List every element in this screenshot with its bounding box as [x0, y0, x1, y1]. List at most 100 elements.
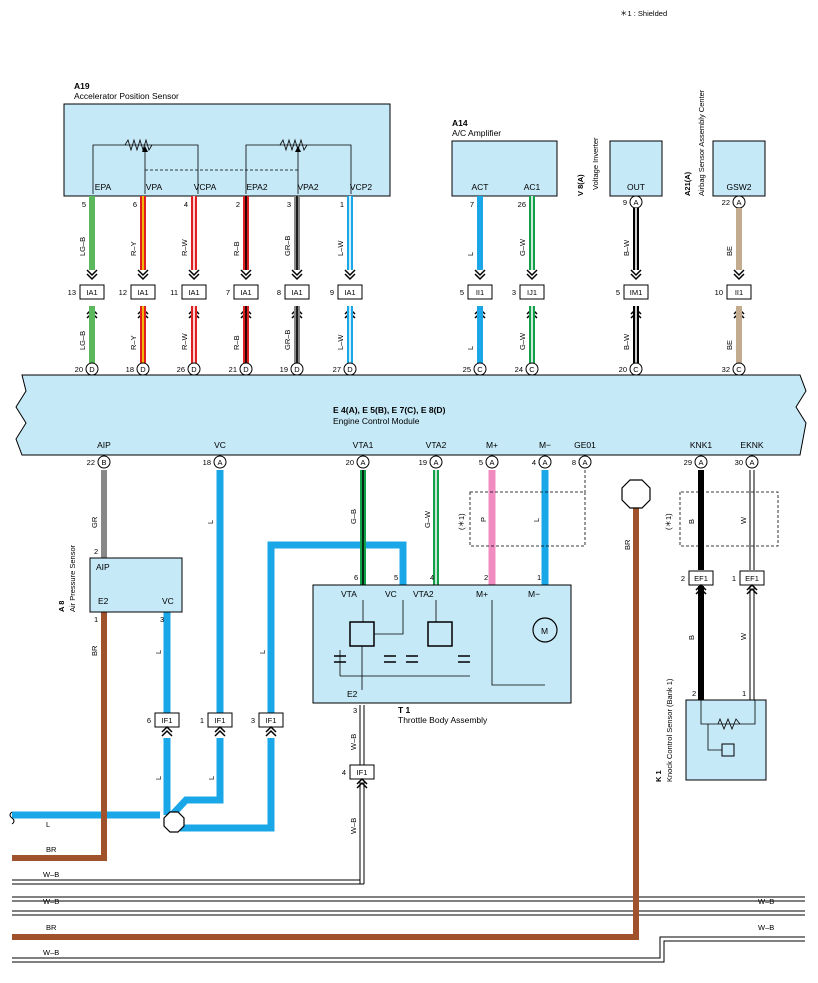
a14-chevron-down-1-2	[526, 273, 538, 281]
a19-junction-1-label: IA1	[137, 288, 148, 297]
a14-chevron-down-1	[526, 269, 538, 277]
ecm-label: E 4(A), E 5(B), E 7(C), E 8(D)	[333, 405, 446, 415]
t1-pin-vc-num: 5	[394, 573, 398, 582]
wire-label-eknk-w: W	[739, 632, 748, 640]
a19-junction-3-pin: 7	[226, 288, 230, 297]
a19-pin-name-3: EPA2	[246, 182, 267, 192]
v8-pin-letter: A	[633, 198, 638, 207]
ecm-bottom-pin-1-letter: A	[217, 458, 222, 467]
k1-name: Knock Control Sensor (Bank 1)	[665, 678, 674, 782]
ecm-name: Engine Control Module	[333, 416, 420, 426]
ecm-bottom-pin-4	[485, 455, 499, 469]
a21-junction-pin: 10	[715, 288, 723, 297]
a14-pin-num-0: 7	[470, 200, 474, 209]
a19-wire-label-lower-4: GR–B	[283, 330, 292, 350]
wire-label-shield1: (＊1)	[457, 513, 466, 530]
a19-wire-label-0: LG–B	[78, 237, 87, 256]
junction-chevron-ef1-1	[746, 587, 758, 595]
a19-wire-label-lower-1: R–Y	[129, 335, 138, 350]
ecm-bottom-pin-num-3: 19	[419, 458, 427, 467]
ecm-top-pin-8-letter: C	[633, 365, 639, 374]
a21-junction-label: II1	[735, 288, 743, 297]
ecm-bottom-pin-num-4: 5	[479, 458, 483, 467]
wire-label-if1-vc: L	[154, 776, 163, 780]
a19-junction-0-label: IA1	[86, 288, 97, 297]
a19-wire-label-2: R–W	[180, 238, 189, 256]
a19-chevron-down-4-2	[291, 273, 303, 281]
ecm-bottom-pin-name-2: VTA1	[353, 440, 374, 450]
a19-chevron-down-5	[344, 269, 356, 277]
junction-ef1-2-label: EF1	[694, 574, 708, 583]
ecm-bottom-pin-5	[538, 455, 552, 469]
junction-chevron-if1-1-2	[214, 725, 226, 733]
ecm-bottom-pin-7-letter: A	[698, 458, 703, 467]
ecm-bottom-pin-num-7: 29	[684, 458, 692, 467]
a19-chevron-down-0-2	[86, 273, 98, 281]
a14-name: A/C Amplifier	[452, 128, 501, 138]
ecm-bottom-pin-2	[356, 455, 370, 469]
a14-junction-0-pin: 5	[460, 288, 464, 297]
ecm-top-pin-num-5: 27	[333, 365, 341, 374]
ecm-bottom-pin-6	[578, 455, 592, 469]
wire-label-bus-wb-r1: W–B	[758, 897, 774, 906]
a19-junction-4	[284, 284, 310, 300]
a14-chevron-down-0	[474, 269, 486, 277]
wire-label-a8-vc: L	[154, 650, 163, 654]
a19-wire-label-1: R–Y	[129, 241, 138, 256]
k1-internal	[700, 700, 756, 757]
a8-pin-e2: E2	[98, 596, 109, 606]
junction-ef1-1-label: EF1	[745, 574, 759, 583]
ecm-bottom-pin-num-2: 20	[346, 458, 354, 467]
v8-box	[609, 140, 663, 197]
a19-pin-num-0: 5	[82, 200, 86, 209]
junction-ef1-2-pin: 2	[681, 574, 685, 583]
junction-chevron-if1-4-2	[356, 777, 368, 785]
t1-pin-vta2: VTA2	[413, 589, 434, 599]
v8-chevron-down	[630, 269, 642, 277]
v8-wire-label-lower: B–W	[622, 333, 631, 350]
ecm-bottom-pin-name-3: VTA2	[426, 440, 447, 450]
t1-pin-vta-num: 6	[354, 573, 358, 582]
a21-name: Airbag Sensor Assembly Center	[697, 89, 706, 196]
ecm-box	[15, 374, 807, 456]
a21-chevron-down	[733, 269, 745, 277]
wire-label-t1-vta-l: L	[258, 650, 267, 654]
wire-label-shield2: (＊1)	[664, 513, 673, 530]
a19-junction-1	[130, 284, 156, 300]
a19-code: A19	[74, 81, 90, 91]
a21-pin-name: GSW2	[726, 182, 751, 192]
wire-label-br-ground: BR	[623, 539, 632, 550]
t1-name: Throttle Body Assembly	[398, 715, 488, 725]
ecm-top-pin-5-letter: D	[347, 365, 353, 374]
t1-box	[312, 584, 572, 704]
wire-label-bus-wb-r2: W–B	[758, 923, 774, 932]
a19-junction-4-pin: 8	[277, 288, 281, 297]
ecm-bottom-pin-name-7: KNK1	[690, 440, 712, 450]
wire-label-t1-e2: W–B	[349, 734, 358, 750]
wire-label-eknk: W	[739, 516, 748, 524]
ecm-top-pin-num-1: 18	[126, 365, 134, 374]
wire-label-bus-br1: BR	[46, 845, 57, 854]
a14-pin-name-1: AC1	[524, 182, 541, 192]
a19-pin-num-5: 1	[340, 200, 344, 209]
wire-label-bus-l: L	[46, 820, 50, 829]
junction-chevron-ef1-2	[695, 587, 707, 595]
a8-pin-vc-num: 3	[160, 615, 164, 624]
ecm-top-pin-num-8: 20	[619, 365, 627, 374]
a19-junction-5-pin: 9	[330, 288, 334, 297]
a19-junction-0	[79, 284, 105, 300]
junction-if1-6-pin: 6	[147, 716, 151, 725]
ecm-top-pin-1-letter: D	[140, 365, 146, 374]
a19-wire-label-lower-3: R–B	[232, 335, 241, 350]
a14-wire-label-lower-1: G–W	[518, 332, 527, 350]
a19-chevron-down-2-2	[188, 273, 200, 281]
wire-label-a8-e2: BR	[90, 645, 99, 656]
a19-junction-5-label: IA1	[344, 288, 355, 297]
junction-chevron-if1-1	[214, 729, 226, 737]
ecm-bottom-pin-name-1: VC	[214, 440, 226, 450]
a19-pin-name-0: EPA	[95, 182, 112, 192]
k1-pin1: 1	[742, 689, 746, 698]
a19-pin-name-4: VPA2	[297, 182, 318, 192]
t1-pin-mplus-num: 2	[484, 573, 488, 582]
a19-wire-label-3: R–B	[232, 241, 241, 256]
